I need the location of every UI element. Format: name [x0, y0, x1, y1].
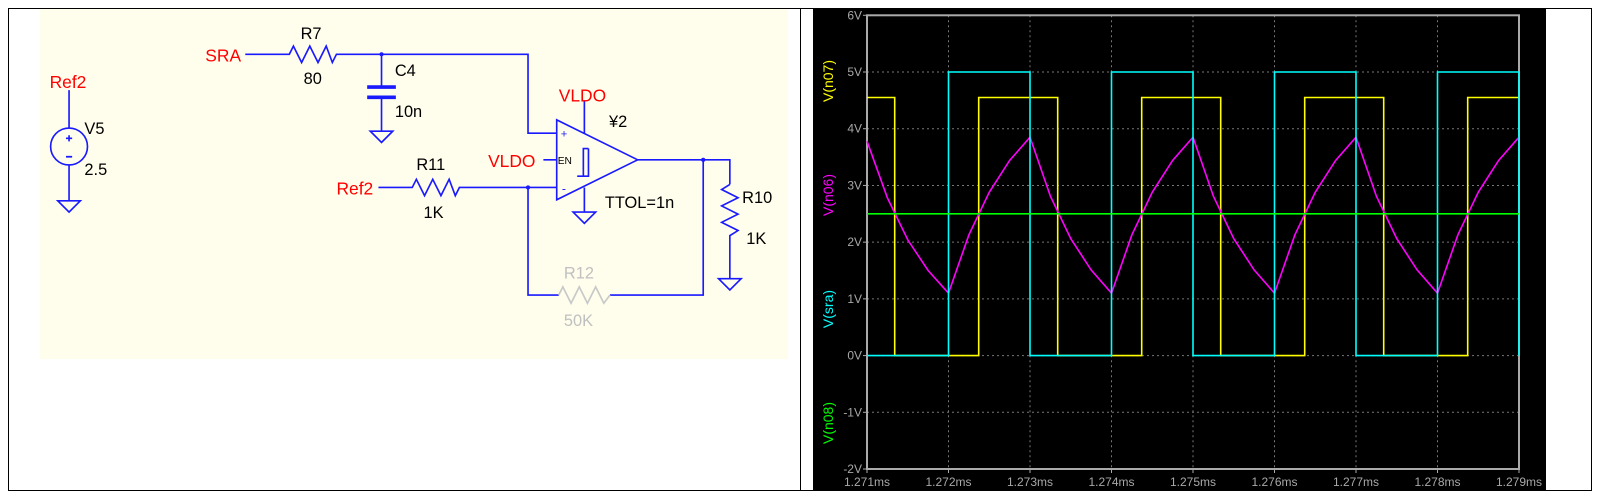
en-pin: EN [558, 156, 572, 167]
ground-icon [368, 130, 395, 144]
ground-icon [716, 277, 744, 292]
y-tick-label: -1V [843, 405, 862, 419]
v5-symbol [49, 127, 89, 166]
y-tick-label: 6V [847, 9, 862, 22]
net-label-vldo-en: VLDO [488, 151, 535, 171]
ground-icon [55, 199, 83, 214]
r12-resistor[interactable]: R12 50K [558, 265, 611, 330]
x-tick-label: 1.277ms [1333, 475, 1379, 489]
waveform-chart[interactable]: 1.271ms 1.272ms 1.273ms 1.274ms 1.275ms 1.276… [813, 9, 1546, 491]
r10-name: R10 [742, 189, 772, 207]
v5-value: 2.5 [84, 161, 107, 179]
minus-pin: - [562, 182, 566, 196]
waveform-viewer[interactable] [813, 9, 1546, 491]
net-label-vldo: VLDO [559, 85, 606, 105]
x-tick-label: 1.276ms [1251, 475, 1297, 489]
x-tick-label: 1.278ms [1414, 475, 1460, 489]
x-tick-label: 1.274ms [1088, 475, 1134, 489]
y-tick-label: 4V [847, 122, 862, 136]
v5-name: V5 [84, 120, 104, 138]
r7-resistor[interactable]: R7 80 [245, 25, 557, 135]
trace-legend[interactable]: V(n07) V(n06) V(sra) V(n08) [820, 60, 836, 444]
hysteresis-icon [577, 147, 590, 178]
y-tick-label: 1V [847, 292, 862, 306]
y2-comparator[interactable]: + - EN VLDO VLDO ¥2 TTOL=1n [488, 85, 674, 225]
traces [866, 71, 1520, 357]
feedback-wire [527, 159, 705, 296]
r11-value: 1K [424, 204, 444, 222]
y-tick-label: 5V [847, 65, 862, 79]
r11-resistor[interactable]: R11 1K [378, 156, 557, 222]
y-tick-label: 3V [847, 178, 862, 192]
x-tick-label: 1.275ms [1170, 475, 1216, 489]
legend-vn08[interactable]: V(n08) [820, 402, 836, 444]
legend-vn06[interactable]: V(n06) [820, 174, 836, 216]
v5-polarity-icon [65, 135, 73, 158]
output-wire [637, 159, 731, 185]
r12-name: R12 [564, 265, 594, 283]
net-label-ref2: Ref2 [50, 72, 87, 92]
plus-pin: + [561, 128, 568, 140]
ground-icon [571, 211, 598, 225]
r10-value: 1K [746, 230, 766, 248]
x-tick-label: 1.272ms [925, 475, 971, 489]
cell-divider [800, 8, 801, 491]
x-tick-label: 1.279ms [1496, 475, 1542, 489]
trace-vsra [867, 71, 1520, 357]
r7-name: R7 [301, 25, 322, 43]
capacitor-plates [367, 85, 396, 100]
legend-vn07[interactable]: V(n07) [820, 60, 836, 102]
c4-value: 10n [395, 103, 422, 121]
v5-source[interactable]: Ref2 V5 2.5 [49, 72, 108, 214]
r11-name: R11 [416, 156, 445, 174]
y-tick-label: 0V [847, 349, 862, 363]
r12-value: 50K [564, 312, 593, 330]
x-tick-label: 1.273ms [1007, 475, 1053, 489]
r10-resistor[interactable]: R10 1K [716, 183, 773, 292]
y-tick-label: -2V [843, 462, 862, 476]
net-label-ref2: Ref2 [336, 179, 373, 199]
schematic: Ref2 V5 2.5 SRA R7 80 C4 10n + - EN VLDO… [49, 25, 773, 330]
y-tick-label: 2V [847, 235, 862, 249]
y2-ttol-param: TTOL=1n [605, 194, 674, 212]
x-tick-label: 1.271ms [844, 475, 890, 489]
r7-value: 80 [304, 70, 322, 88]
net-label-sra: SRA [205, 45, 241, 65]
y2-name: ¥2 [608, 113, 627, 131]
legend-vsra[interactable]: V(sra) [820, 290, 836, 328]
c4-capacitor[interactable]: C4 10n [367, 54, 422, 144]
axis-ticks: 1.271ms 1.272ms 1.273ms 1.274ms 1.275ms 1.276… [843, 9, 1542, 489]
c4-name: C4 [395, 62, 416, 80]
